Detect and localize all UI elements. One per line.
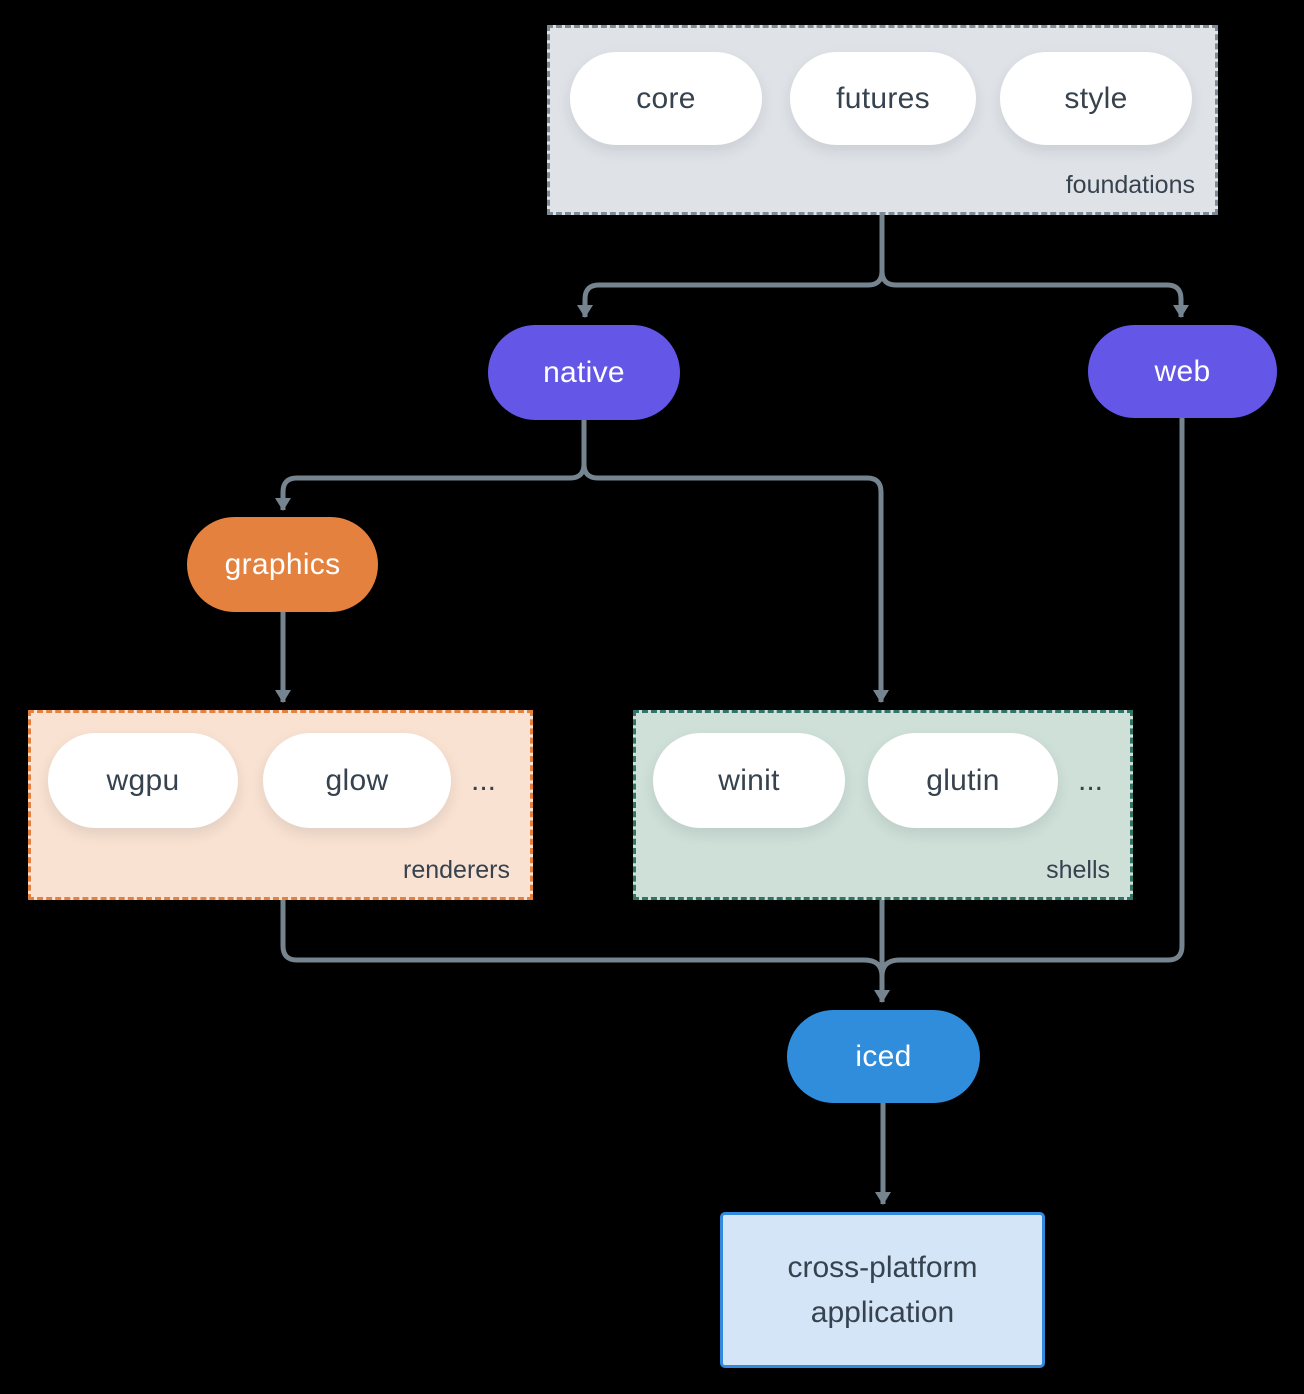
node-web: web [1088, 325, 1277, 418]
pill-futures: futures [790, 52, 976, 145]
foundations-group: core futures style foundations [547, 25, 1218, 215]
foundations-label: foundations [1065, 171, 1195, 199]
pill-winit: winit [653, 733, 845, 828]
renderers-label: renderers [403, 856, 510, 884]
application-box: cross-platform application [720, 1212, 1045, 1368]
pill-glutin: glutin [868, 733, 1058, 828]
node-native: native [488, 325, 680, 420]
renderers-group: wgpu glow ... renderers [28, 710, 533, 900]
pill-glow: glow [263, 733, 451, 828]
edge-native-graphics [275, 463, 587, 511]
renderers-ellipsis: ... [471, 763, 497, 797]
pill-core: core [570, 52, 762, 145]
application-label: cross-platform application [787, 1251, 978, 1329]
shells-label: shells [1046, 856, 1110, 884]
pill-wgpu: wgpu [48, 733, 238, 828]
pill-style: style [1000, 52, 1192, 145]
node-graphics: graphics [187, 517, 378, 612]
shells-ellipsis: ... [1078, 763, 1104, 797]
edge-foundations-native [577, 270, 885, 318]
edge-foundations-web [879, 270, 1189, 318]
shells-group: winit glutin ... shells [633, 710, 1133, 900]
node-iced: iced [787, 1010, 980, 1103]
edge-renderers-merge [280, 900, 885, 977]
edge-native-shells [581, 463, 889, 703]
